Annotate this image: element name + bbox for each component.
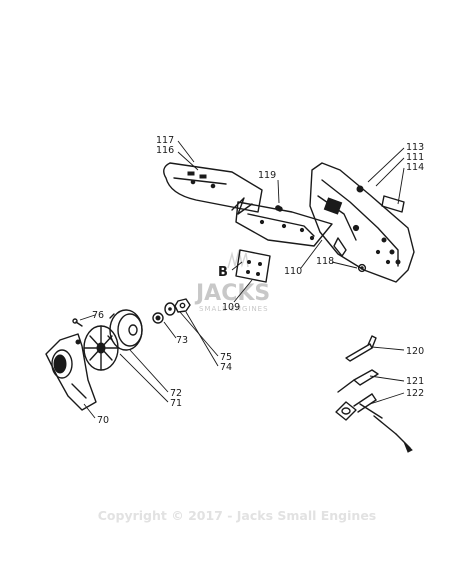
callout-119: 119 xyxy=(258,170,276,181)
callout-109: 109 xyxy=(222,302,240,313)
callout-121: 121 xyxy=(406,376,424,387)
guide-bar xyxy=(163,162,263,215)
bar-plate xyxy=(235,201,333,247)
callout-113: 113 xyxy=(406,142,424,153)
watermark-brand: JACKS xyxy=(194,281,270,306)
callout-73: 73 xyxy=(176,335,188,346)
nut-73 xyxy=(152,312,164,324)
screw-76 xyxy=(72,318,83,327)
callout-110: 110 xyxy=(284,266,302,277)
callout-120: 120 xyxy=(406,346,424,357)
combination-wrench-122 xyxy=(335,393,413,453)
callout-71: 71 xyxy=(170,398,182,409)
callout-76: 76 xyxy=(92,310,104,321)
callout-117: 117 xyxy=(156,135,174,146)
jacks-watermark-logo: JACKS SMALL ENGINES xyxy=(194,249,270,313)
screw-119 xyxy=(277,206,283,212)
washer-75 xyxy=(164,302,176,316)
nut-74 xyxy=(174,298,191,313)
callout-111: 111 xyxy=(406,152,424,163)
screwdriver-121 xyxy=(337,369,379,393)
callout-b: B xyxy=(218,265,228,280)
callout-74: 74 xyxy=(220,362,232,373)
screw-118 xyxy=(357,263,367,273)
plate-b xyxy=(235,249,271,283)
callout-122: 122 xyxy=(406,388,424,399)
callout-116: 116 xyxy=(156,145,174,156)
sprocket-assembly xyxy=(83,325,119,371)
side-cover xyxy=(309,162,415,283)
leader-lines xyxy=(79,140,405,419)
copyright-notice: Copyright © 2017 - Jacks Small Engines xyxy=(97,508,377,523)
hex-key-120 xyxy=(345,335,377,362)
clutch-drum xyxy=(107,309,143,351)
callout-labels: 117 116 119 113 111 114 B 110 118 109 76… xyxy=(92,135,424,426)
callout-114: 114 xyxy=(406,162,424,173)
callout-118: 118 xyxy=(316,256,334,267)
callout-70: 70 xyxy=(97,415,109,426)
watermark-tagline: SMALL ENGINES xyxy=(199,305,269,313)
sprocket-housing xyxy=(45,333,97,411)
callout-75: 75 xyxy=(220,352,232,363)
callout-72: 72 xyxy=(170,388,182,399)
